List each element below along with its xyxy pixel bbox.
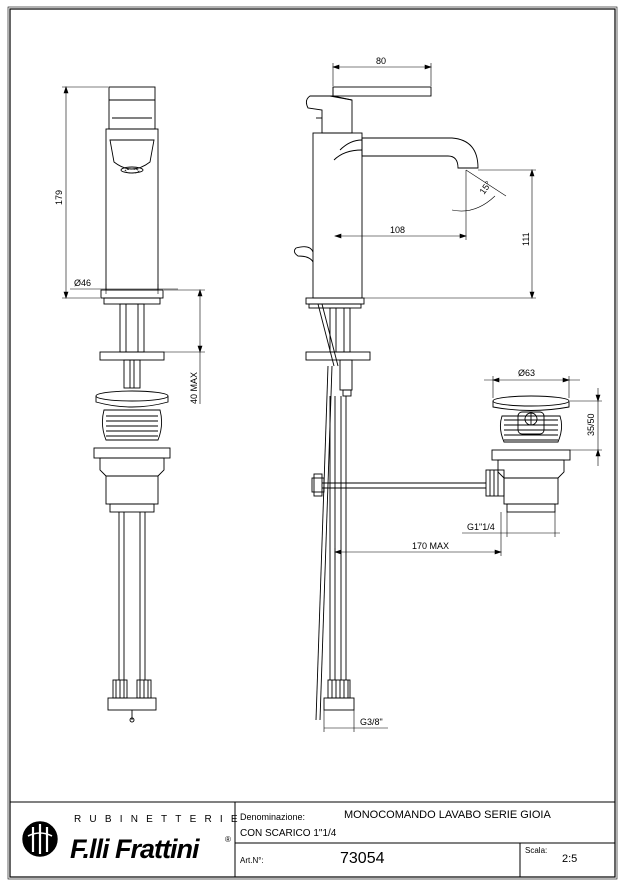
dim-rod-length-max: 170 MAX xyxy=(412,541,449,551)
denominazione-value: MONOCOMANDO LAVABO SERIE GIOIA xyxy=(344,809,551,821)
side-view xyxy=(93,86,171,723)
lever-top xyxy=(108,86,156,130)
base-plate-side xyxy=(100,289,164,299)
art-value: 73054 xyxy=(340,850,385,867)
registered-mark: ® xyxy=(225,835,231,844)
dim-spout-projection: 108 xyxy=(390,225,405,235)
scala-value: 2:5 xyxy=(562,853,578,865)
base-plate-front xyxy=(305,297,365,305)
brand-name: F.lli Frattini xyxy=(70,834,200,864)
spout xyxy=(361,137,479,169)
dim-waste-height: 35/50 xyxy=(586,413,596,436)
dim-waste-thread: G1"1/4 xyxy=(467,522,495,532)
brand-logo-mark xyxy=(22,821,58,857)
scala-label: Scala: xyxy=(525,846,548,855)
faucet-body-front xyxy=(312,132,363,299)
front-view xyxy=(293,86,486,721)
side-view-dimensions xyxy=(62,86,205,404)
dim-waste-diameter: Ø63 xyxy=(518,368,535,378)
denominazione-value-2: CON SCARICO 1"1/4 xyxy=(240,828,337,839)
brand-line: RUBINETTERIE xyxy=(74,814,246,825)
waste-detail-dimensions xyxy=(462,376,602,537)
dim-supply-thread: G3/8" xyxy=(360,717,383,727)
dim-fixing-max: 40 MAX xyxy=(189,372,199,404)
waste-detail-view xyxy=(485,395,571,513)
dim-spout-angle: 15° xyxy=(477,179,493,196)
art-label: Art.N°: xyxy=(240,856,264,865)
drawing-border xyxy=(9,8,616,878)
front-view-dimensions xyxy=(323,63,536,732)
dim-spout-reach-top: 80 xyxy=(376,56,386,66)
dim-total-height: 179 xyxy=(54,190,64,205)
denominazione-label: Denominazione: xyxy=(240,812,306,822)
dim-body-diameter: Ø46 xyxy=(74,278,91,288)
title-block xyxy=(10,801,615,877)
lever-handle xyxy=(332,86,432,97)
dim-spout-height: 111 xyxy=(521,232,531,246)
faucet-body-side xyxy=(105,128,159,291)
drawing-border-outer xyxy=(7,6,618,880)
